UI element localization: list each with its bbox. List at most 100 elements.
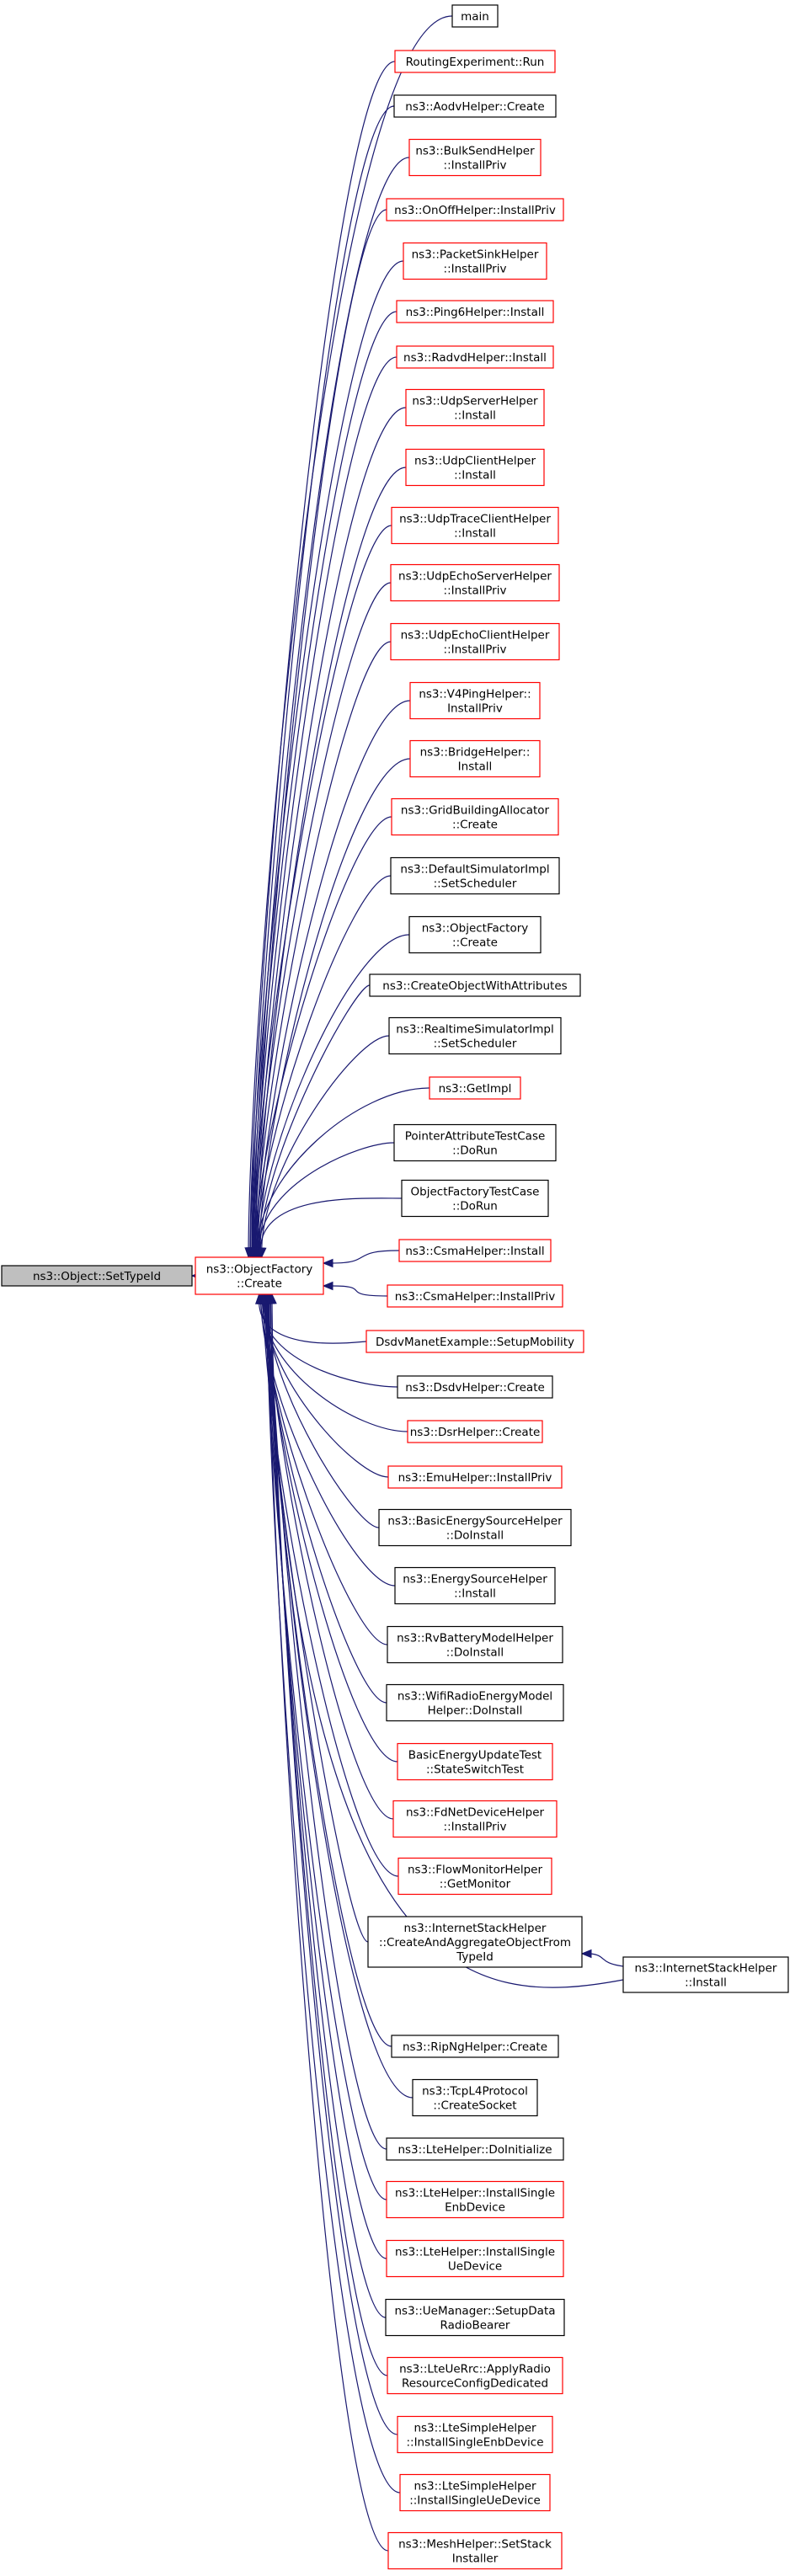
caller-node[interactable]: BasicEnergyUpdateTest::StateSwitchTest [397,1742,553,1781]
caller-node[interactable]: ObjectFactoryTestCase::DoRun [401,1179,549,1218]
caller-node-label-0: ns3::UdpEchoServerHelper [398,570,552,584]
caller-node[interactable]: ns3::BasicEnergySourceHelper::DoInstall [378,1508,572,1547]
caller-node[interactable]: ns3::DefaultSimulatorImpl::SetScheduler [390,856,560,895]
caller-node[interactable]: ns3::RealtimeSimulatorImpl::SetScheduler [388,1016,562,1055]
caller-node[interactable]: ns3::UdpEchoClientHelper::InstallPriv [390,622,560,661]
edge-caller-31 [262,1302,388,1645]
caller-node-label-0: BasicEnergyUpdateTest [408,1749,542,1763]
caller-node-box [394,50,556,73]
caller-node-box [451,4,499,28]
caller-node-label-1: ::InstallPriv [444,1821,507,1834]
edge-caller-29 [264,1302,380,1528]
caller-node-label-0: ns3::PacketSinkHelper [412,248,539,262]
caller-node-label-1: ::CreateSocket [433,2099,516,2113]
caller-node[interactable]: ns3::LteHelper::InstallSingleEnbDevice [386,2180,564,2219]
caller-node-label-0: ObjectFactoryTestCase [411,1186,540,1199]
center-node-object-factory-create-label-1: ::Create [237,1277,282,1291]
caller-node[interactable]: ns3::GridBuildingAllocator::Create [391,797,559,836]
caller-node-label-0: PointerAttributeTestCase [405,1130,546,1144]
caller-node-label-0: ns3::UeManager::SetupData [394,2305,555,2318]
caller-node[interactable]: ns3::EmuHelper::InstallPriv [387,1465,563,1489]
caller-node-box [405,388,545,427]
caller-node[interactable]: ns3::LteUeRrc::ApplyRadioResourceConfigD… [387,2356,563,2395]
caller-node[interactable]: ns3::CreateObjectWithAttributes [369,973,581,997]
edge-caller-27 [261,1302,408,1432]
caller-node[interactable]: ns3::ObjectFactory::Create [408,915,542,954]
caller-node[interactable]: ns3::UdpServerHelper::Install [405,388,545,427]
caller-node[interactable]: PointerAttributeTestCase::DoRun [393,1123,557,1162]
caller-node-label-0: ns3::CreateObjectWithAttributes [382,979,567,993]
nodes-layer: ns3::Object::SetTypeIdns3::ObjectFactory… [1,4,789,2570]
center-node-object-factory-create[interactable]: ns3::ObjectFactory::Create [195,1256,324,1295]
caller-node[interactable]: ns3::V4PingHelper::InstallPriv [409,681,541,720]
caller-node[interactable]: ns3::LteHelper::DoInitialize [386,2137,564,2161]
caller-node[interactable]: ns3::InternetStackHelper::CreateAndAggre… [367,1916,583,1968]
caller-node-label-1: ::InstallPriv [444,643,507,657]
caller-node-box [387,1284,563,1308]
caller-node[interactable]: ns3::OnOffHelper::InstallPriv [386,198,564,221]
caller-node-label-1: ::DoInstall [446,1529,504,1543]
edge-caller-23 [331,1250,400,1264]
caller-node[interactable]: ns3::TcpL4Protocol::CreateSocket [412,2078,538,2117]
caller-node-label-0: ns3::BridgeHelper:: [420,746,531,760]
caller-node[interactable]: ns3::LteSimpleHelper::InstallSingleEnbDe… [397,2415,553,2454]
caller-node-label-1: ::InstallSingleUeDevice [409,2494,541,2508]
caller-node-label-0: ns3::CsmaHelper::Install [405,1245,544,1258]
caller-node-box [398,1857,552,1896]
edge-caller-44 [271,1302,398,2435]
caller-node[interactable]: ns3::BulkSendHelper::InstallPriv [408,138,542,177]
focus-node-set-type-id: ns3::Object::SetTypeId [1,1265,193,1287]
caller-node-label-0: ns3::TcpL4Protocol [422,2085,528,2099]
caller-node[interactable]: ns3::DsdvHelper::Create [397,1375,553,1399]
caller-node-label-1: Install [458,760,493,774]
caller-node[interactable]: DsdvManetExample::SetupMobility [365,1330,584,1353]
edge-caller-45 [266,1302,401,2493]
caller-node-label-1: ::SetScheduler [434,877,517,891]
caller-node-label-0: ns3::LteSimpleHelper [414,2480,536,2493]
caller-node-box [394,1566,556,1605]
edge-caller-28 [263,1302,389,1478]
edge-caller-43 [269,1302,388,2376]
arrowhead-ish [580,1949,592,1959]
caller-node[interactable]: ns3::PacketSinkHelper::InstallPriv [403,242,547,280]
caller-node-box [398,1239,552,1262]
caller-node[interactable]: ns3::DsrHelper::Create [407,1420,543,1443]
caller-node[interactable]: ns3::CsmaHelper::Install [398,1239,552,1262]
caller-node[interactable]: RoutingExperiment::Run [394,50,556,73]
caller-node[interactable]: ns3::FlowMonitorHelper::GetMonitor [398,1857,552,1896]
edge-caller-15 [254,816,392,1250]
caller-node[interactable]: ns3::RipNgHelper::Create [391,2035,559,2058]
caller-node-label-0: ns3::LteUeRrc::ApplyRadio [399,2363,551,2376]
caller-node[interactable]: ns3::GetImpl [429,1076,521,1100]
caller-node-label-0: ns3::LteHelper::InstallSingle [395,2246,555,2259]
caller-node-box [396,300,554,323]
caller-node[interactable]: ns3::BridgeHelper::Install [409,739,541,778]
caller-node[interactable]: ns3::AodvHelper::Create [393,94,557,118]
caller-node-label-0: ns3::BasicEnergySourceHelper [387,1515,563,1528]
caller-node[interactable]: ns3::UdpTraceClientHelper::Install [391,506,559,545]
caller-node-label-1: ::Install [454,469,496,483]
caller-node-label-0: ns3::MeshHelper::SetStack [398,2538,552,2552]
caller-node-label-0: main [461,10,489,24]
caller-node[interactable]: ns3::LteSimpleHelper::InstallSingleUeDev… [399,2473,551,2512]
secondary-node-internet-stack-helper-install[interactable]: ns3::InternetStackHelper::Install [622,1956,789,1993]
caller-node-label-0: ns3::DefaultSimulatorImpl [400,863,549,877]
caller-node[interactable]: main [451,4,499,28]
edge-caller-8 [254,407,407,1250]
caller-node[interactable]: ns3::FdNetDeviceHelper::InstallPriv [392,1800,558,1838]
caller-node[interactable]: ns3::CsmaHelper::InstallPriv [387,1284,563,1308]
caller-node[interactable]: ns3::Ping6Helper::Install [396,300,554,323]
caller-node[interactable]: ns3::LteHelper::InstallSingleUeDevice [386,2239,564,2278]
caller-node-label-0: ns3::EmuHelper::InstallPriv [398,1471,552,1485]
caller-node[interactable]: ns3::RadvdHelper::Install [396,345,554,369]
caller-node[interactable]: ns3::EnergySourceHelper::Install [394,1566,556,1605]
caller-node[interactable]: ns3::UdpClientHelper::Install [405,448,545,487]
caller-node[interactable]: ns3::WifiRadioEnergyModelHelper::DoInsta… [386,1683,564,1722]
caller-node-box [386,198,564,221]
caller-node-box [385,2298,565,2337]
caller-node[interactable]: ns3::RvBatteryModelHelper::DoInstall [387,1625,563,1664]
caller-node-box [397,1375,553,1399]
caller-node[interactable]: ns3::UdpEchoServerHelper::InstallPriv [390,563,560,602]
